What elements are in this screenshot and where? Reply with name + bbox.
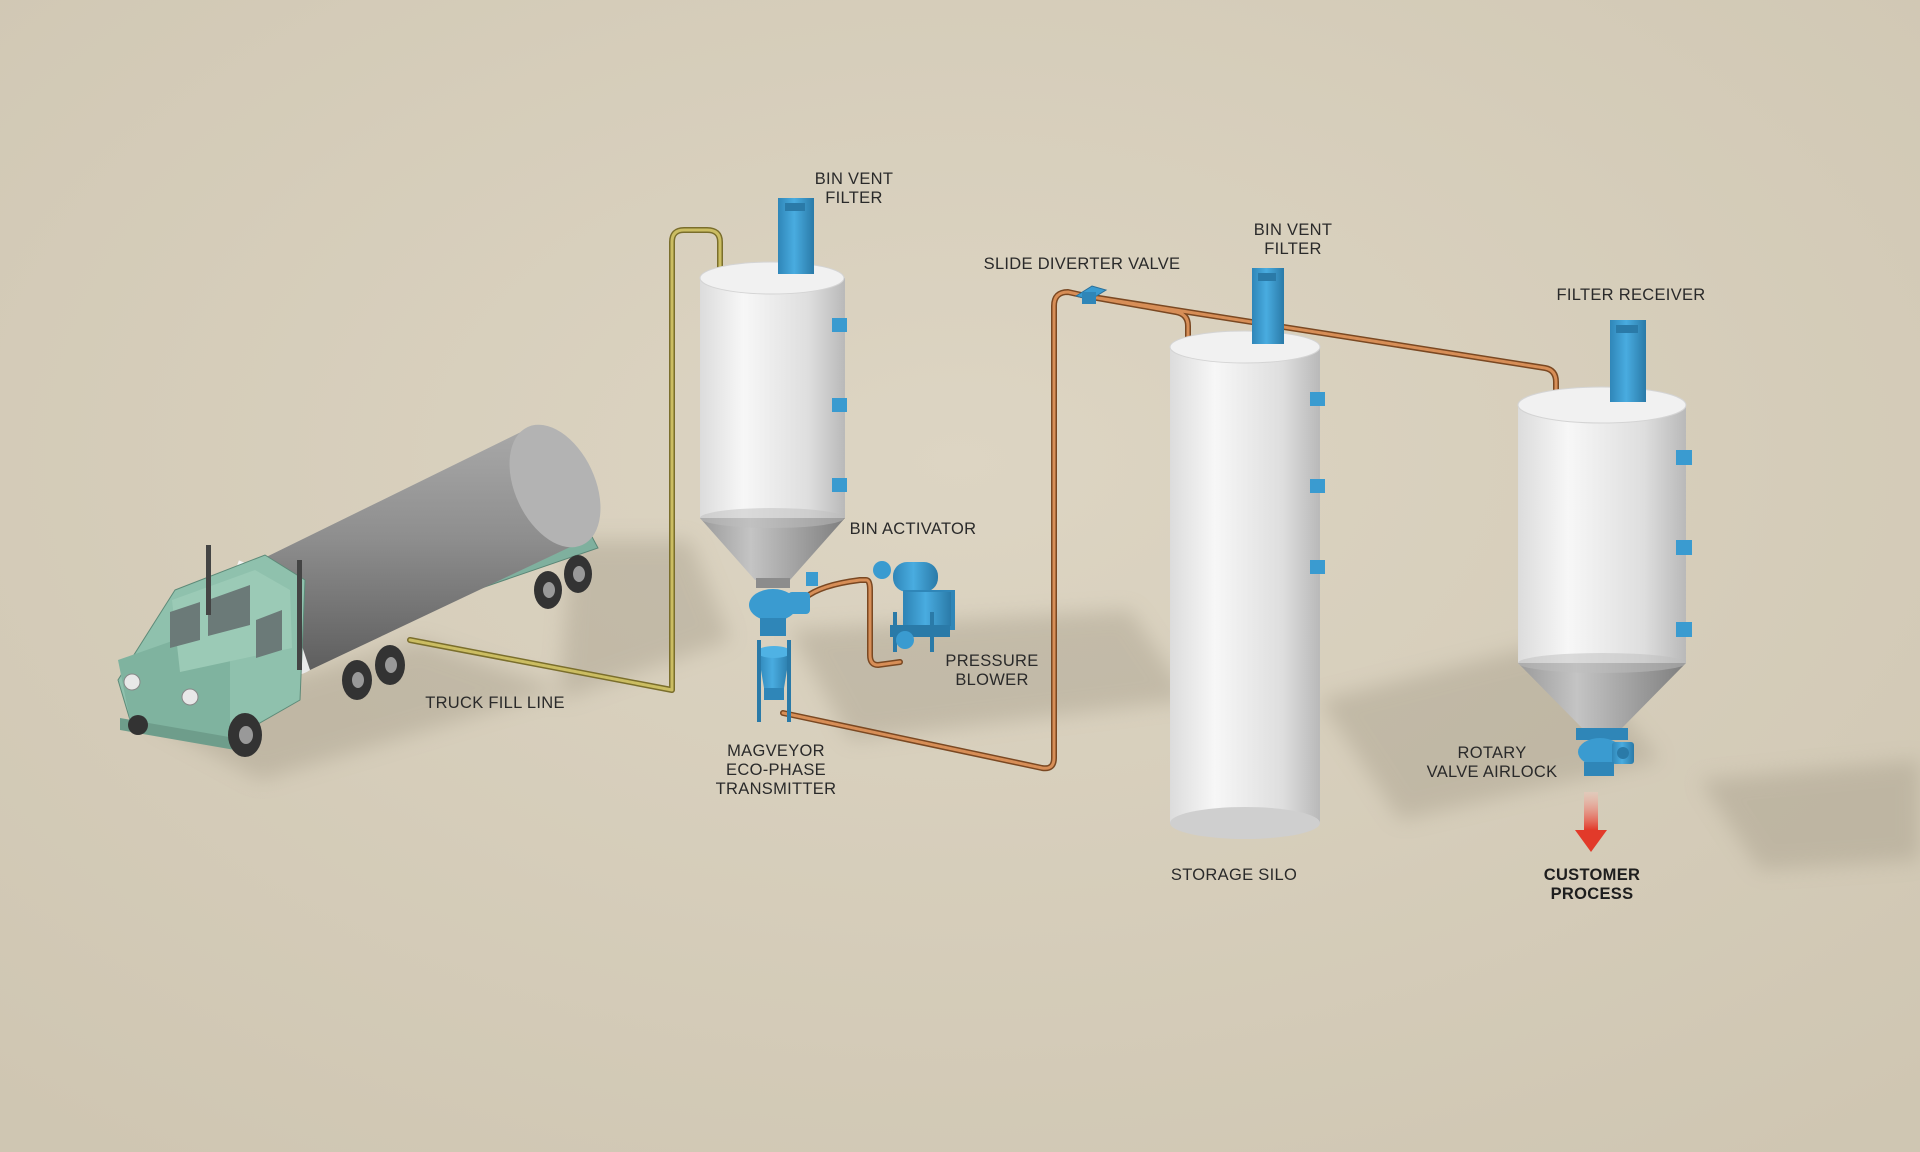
arrow-down-icon [1575, 792, 1607, 852]
label-customer-process: CUSTOMER PROCESS [1543, 866, 1641, 903]
bin-vent-filter-icon [1252, 268, 1284, 344]
label-pressure-blower: PRESSURE BLOWER [945, 652, 1039, 689]
filter-receiver-vessel [1517, 386, 1692, 730]
conveying-line-pipe [780, 289, 1559, 772]
slide-diverter-valve [1074, 285, 1108, 304]
label-rotary-valve-airlock: ROTARY VALVE AIRLOCK [1426, 744, 1558, 781]
truck-fill-line-pipe [407, 227, 723, 693]
bin-vessel-1 [699, 261, 847, 588]
label-bin-vent-filter-1: BIN VENT FILTER [814, 170, 894, 207]
tanker-truck-icon [117, 424, 601, 757]
magveyor-transmitter [749, 589, 810, 722]
label-bin-vent-filter-2: BIN VENT FILTER [1253, 221, 1333, 258]
label-filter-receiver: FILTER RECEIVER [1556, 286, 1706, 304]
filter-receiver-icon [1610, 320, 1646, 402]
bin-vent-filter-icon [778, 198, 814, 274]
storage-silo [1169, 330, 1325, 839]
label-magveyor-transmitter: MAGVEYOR ECO-PHASE TRANSMITTER [715, 742, 837, 798]
label-truck-fill-line: TRUCK FILL LINE [425, 694, 565, 712]
pressure-blower-icon [873, 561, 955, 652]
label-slide-diverter-valve: SLIDE DIVERTER VALVE [983, 255, 1181, 273]
label-bin-activator: BIN ACTIVATOR [849, 520, 977, 538]
rotary-valve-airlock [1576, 728, 1634, 776]
label-storage-silo: STORAGE SILO [1170, 866, 1298, 884]
